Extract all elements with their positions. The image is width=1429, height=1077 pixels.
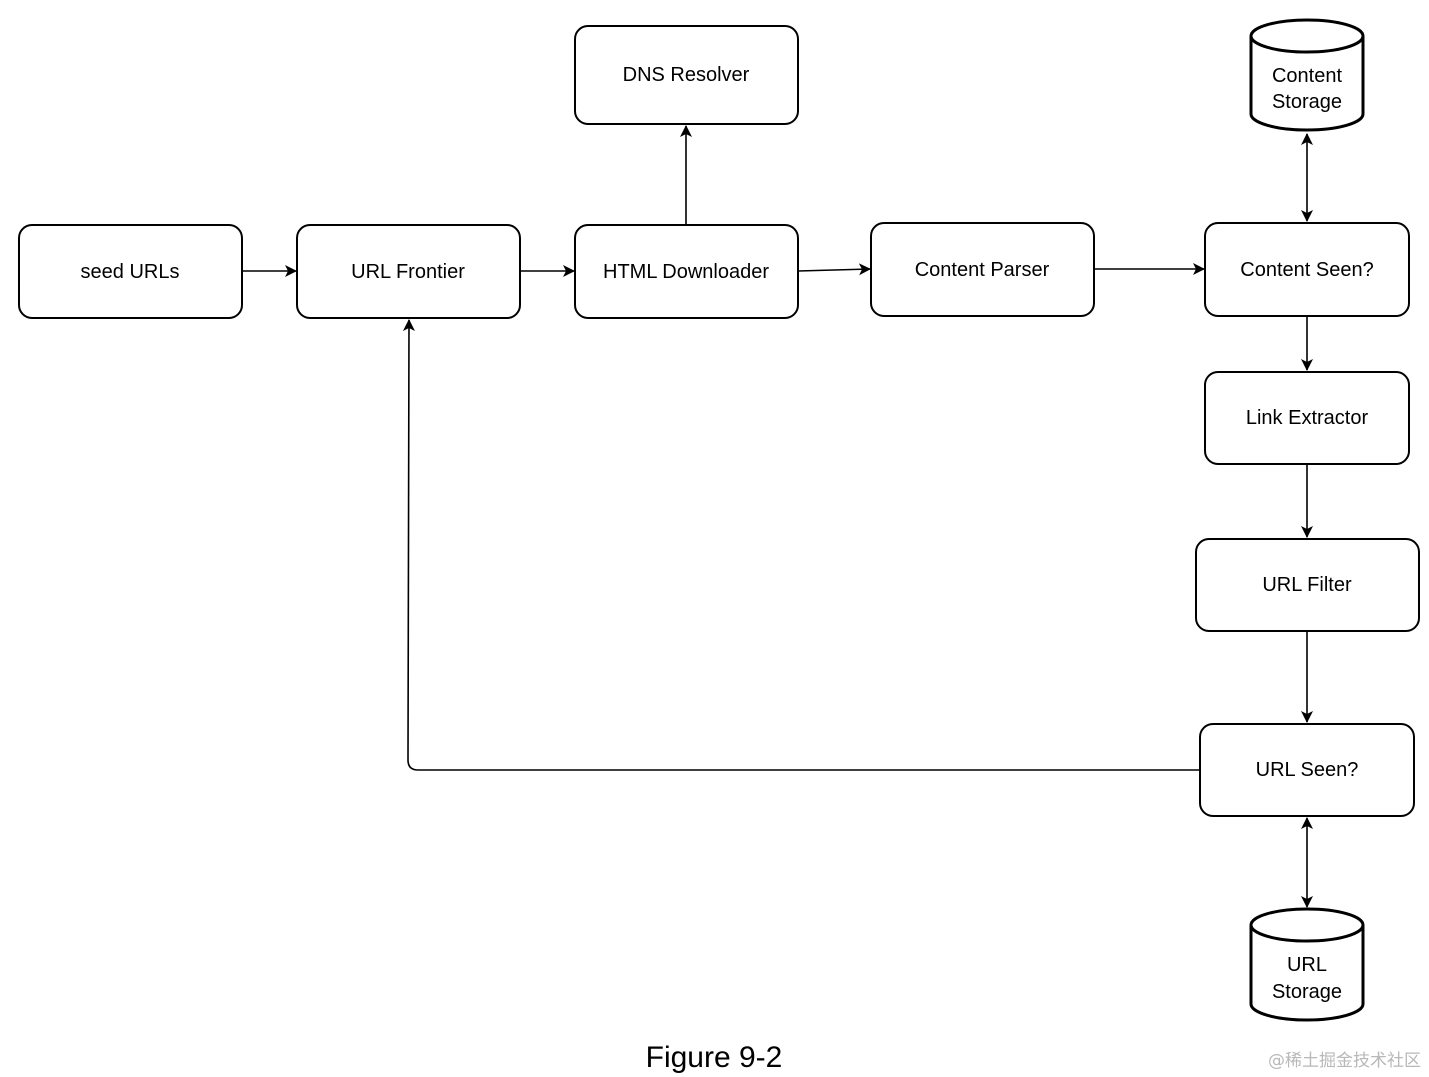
content-storage-label-line1: Content — [1272, 65, 1342, 87]
node-html-downloader-label: HTML Downloader — [603, 261, 769, 283]
node-url-seen-label: URL Seen? — [1256, 759, 1359, 781]
node-url-frontier-label: URL Frontier — [351, 261, 465, 283]
url-storage-database-icon: URL Storage — [1249, 907, 1365, 1022]
node-content-seen-label: Content Seen? — [1240, 259, 1373, 281]
node-link-extractor: Link Extractor — [1204, 371, 1410, 465]
node-link-extractor-label: Link Extractor — [1246, 407, 1369, 429]
edge-url-seen-to-frontier — [402, 319, 1200, 771]
node-dns-resolver: DNS Resolver — [574, 25, 799, 125]
edges — [242, 125, 1313, 908]
node-url-filter: URL Filter — [1195, 538, 1420, 632]
figure-caption: Figure 9-2 — [646, 1041, 783, 1074]
content-storage-database-icon: Content Storage — [1249, 18, 1365, 132]
node-content-seen: Content Seen? — [1204, 222, 1410, 317]
url-storage-label-line1: URL — [1287, 954, 1327, 976]
node-dns-resolver-label: DNS Resolver — [623, 64, 750, 86]
node-seed-urls: seed URLs — [18, 224, 243, 319]
node-url-filter-label: URL Filter — [1262, 574, 1352, 596]
node-url-frontier: URL Frontier — [296, 224, 521, 319]
node-url-seen: URL Seen? — [1199, 723, 1415, 817]
content-storage-label-line2: Storage — [1272, 91, 1342, 113]
node-html-downloader: HTML Downloader — [574, 224, 799, 319]
node-seed-urls-label: seed URLs — [81, 261, 180, 283]
watermark: @稀土掘金技术社区 — [1268, 1051, 1421, 1071]
edge-downloader-to-parser — [797, 263, 871, 276]
node-content-parser-label: Content Parser — [915, 259, 1050, 281]
node-content-parser: Content Parser — [870, 222, 1095, 317]
url-storage-label-line2: Storage — [1272, 981, 1342, 1003]
